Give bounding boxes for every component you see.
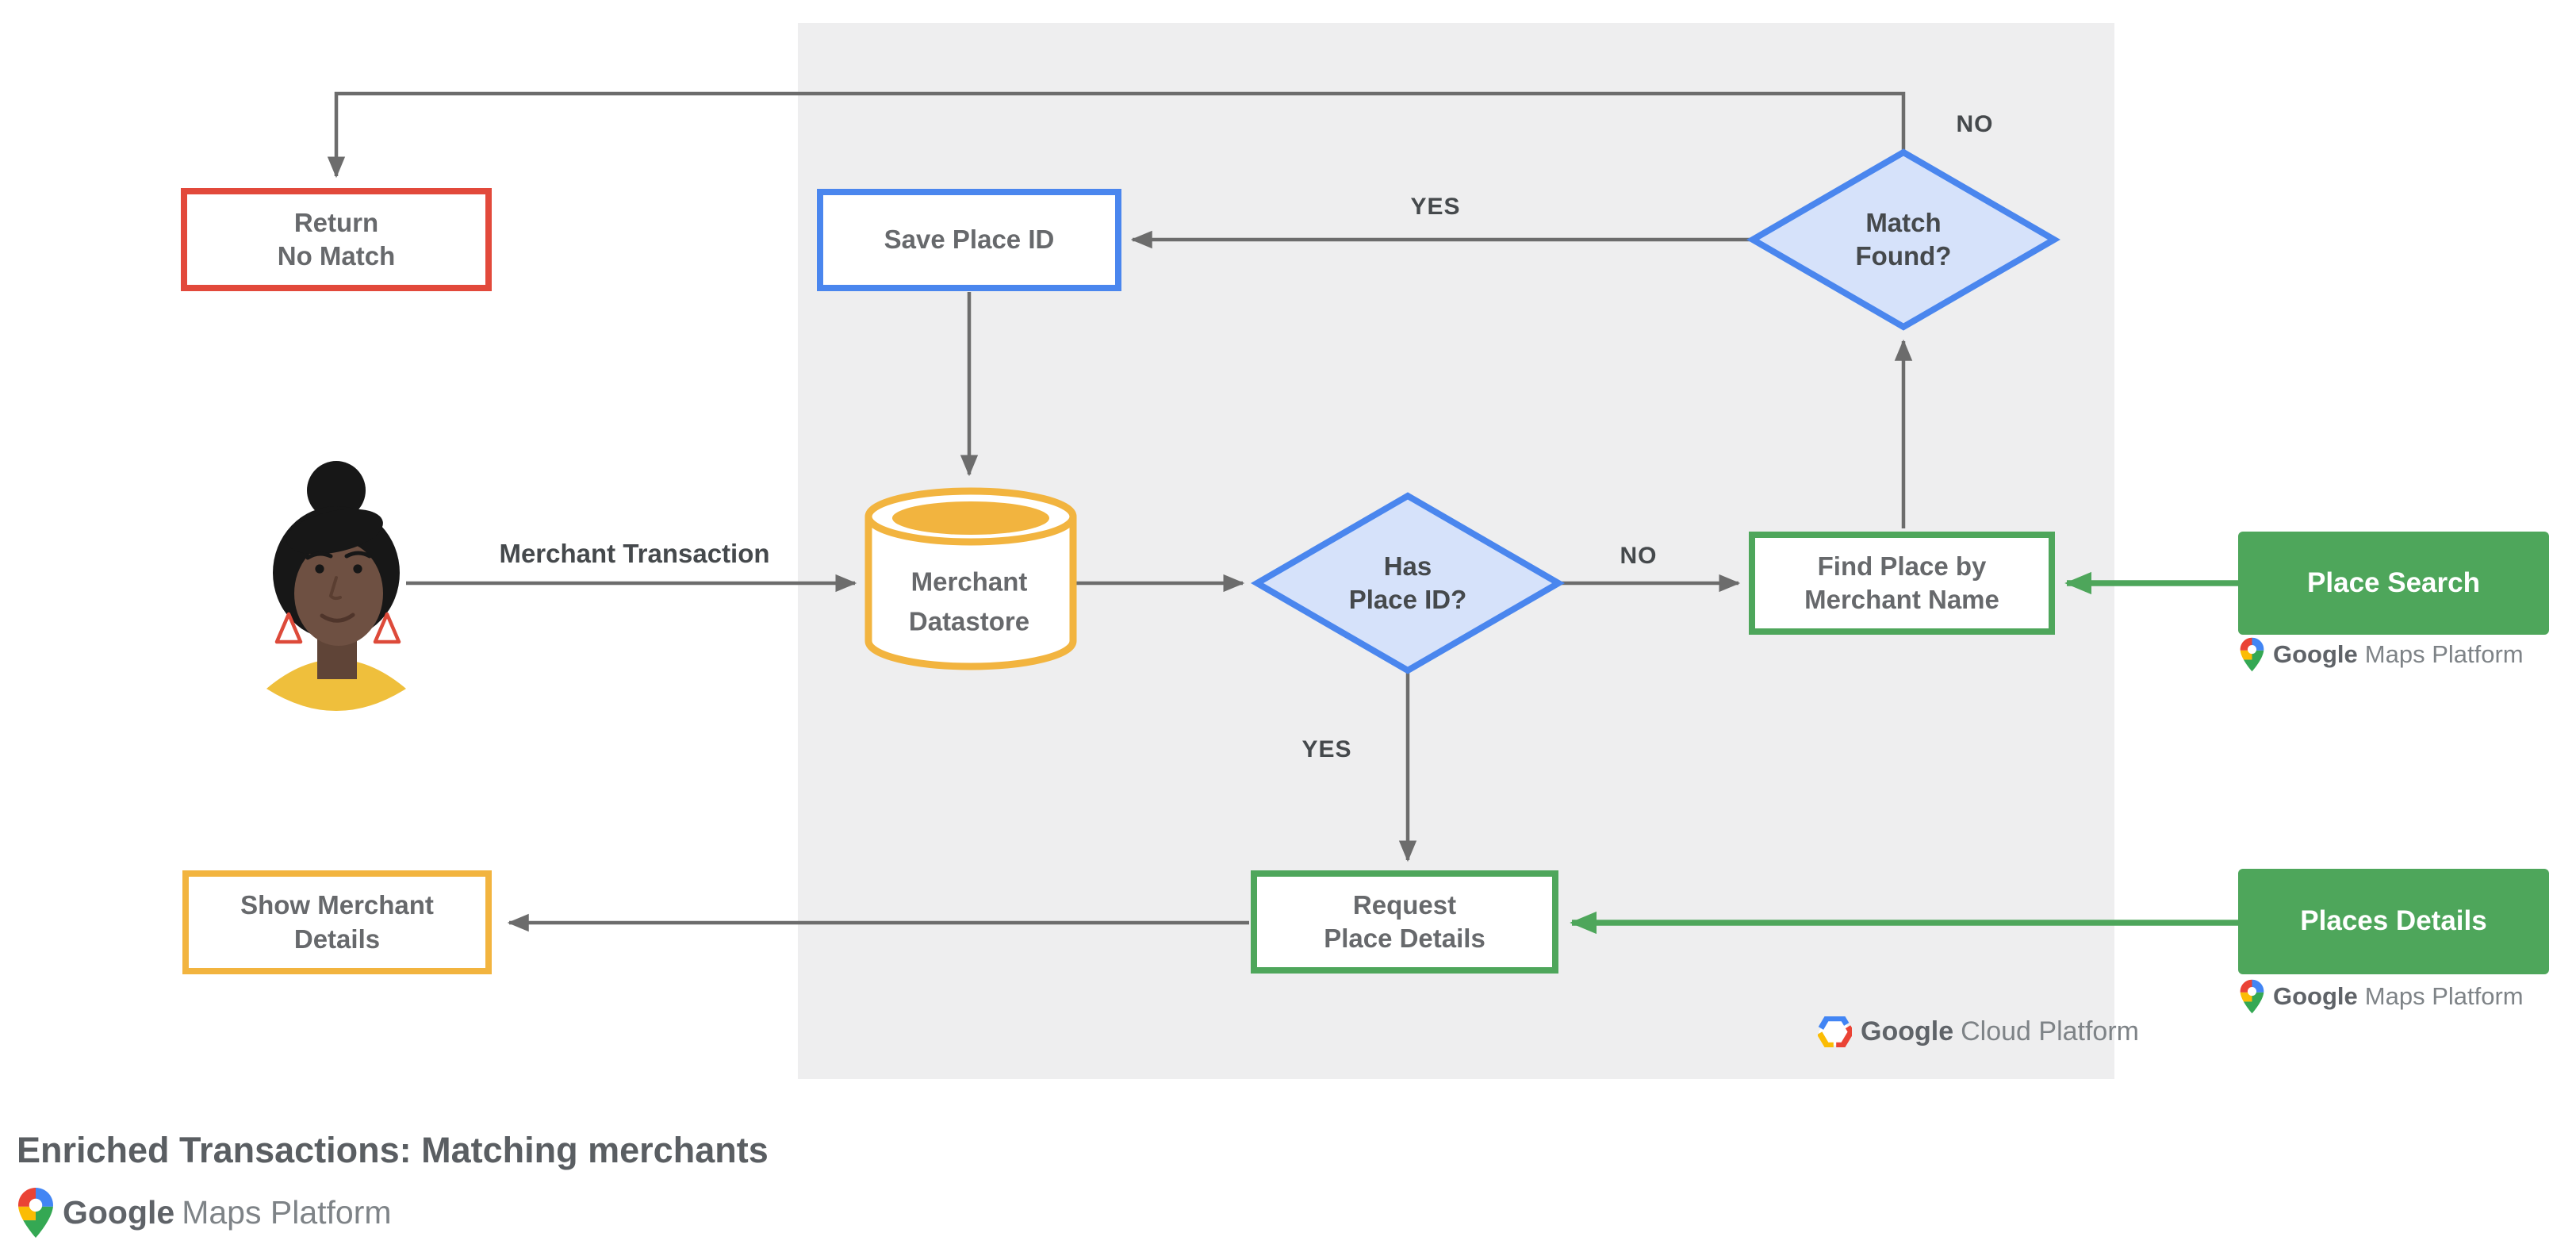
google-cloud-platform-lockup: Google Cloud Platform xyxy=(1818,1016,2139,1047)
google-maps-platform-lockup-place-search: Google Maps Platform xyxy=(2240,637,2524,672)
merchant-datastore-cylinder xyxy=(864,487,1077,670)
place-search-api-node: Place Search xyxy=(2238,532,2549,635)
places-details-api-node: Places Details xyxy=(2238,869,2549,974)
match-found-yes-label: YES xyxy=(1410,194,1461,220)
request-place-details-node: Request Place Details xyxy=(1251,870,1558,974)
return-no-match-node: Return No Match xyxy=(181,188,492,291)
has-place-id-label: Has Place ID? xyxy=(1348,551,1467,614)
google-maps-pin-icon xyxy=(17,1187,54,1239)
google-maps-platform-lockup-footer: Google Maps Platform xyxy=(17,1187,392,1239)
has-place-id-yes-label: YES xyxy=(1301,736,1352,762)
user-avatar xyxy=(266,461,406,711)
merchant-datastore-label: Merchant Datastore xyxy=(908,566,1030,636)
google-maps-pin-icon xyxy=(2240,637,2264,672)
show-merchant-details-node: Show Merchant Details xyxy=(182,870,492,974)
edge-match-found-no xyxy=(327,91,1906,179)
has-place-id-no-label: NO xyxy=(1620,543,1658,569)
find-place-by-merchant-name-node: Find Place by Merchant Name xyxy=(1749,532,2055,635)
google-maps-platform-lockup-places-details: Google Maps Platform xyxy=(2240,979,2524,1014)
match-found-diamond xyxy=(1746,148,2060,331)
match-found-no-label: NO xyxy=(1956,111,1994,137)
merchant-transaction-edge-label: Merchant Transaction xyxy=(499,538,770,568)
save-place-id-node: Save Place ID xyxy=(817,189,1121,291)
has-place-id-diamond xyxy=(1251,492,1565,674)
diagram-title: Enriched Transactions: Matching merchant… xyxy=(17,1130,769,1170)
google-cloud-hexagon-icon xyxy=(1818,1016,1852,1047)
google-maps-pin-icon xyxy=(2240,979,2264,1014)
match-found-label: Match Found? xyxy=(1855,207,1952,271)
